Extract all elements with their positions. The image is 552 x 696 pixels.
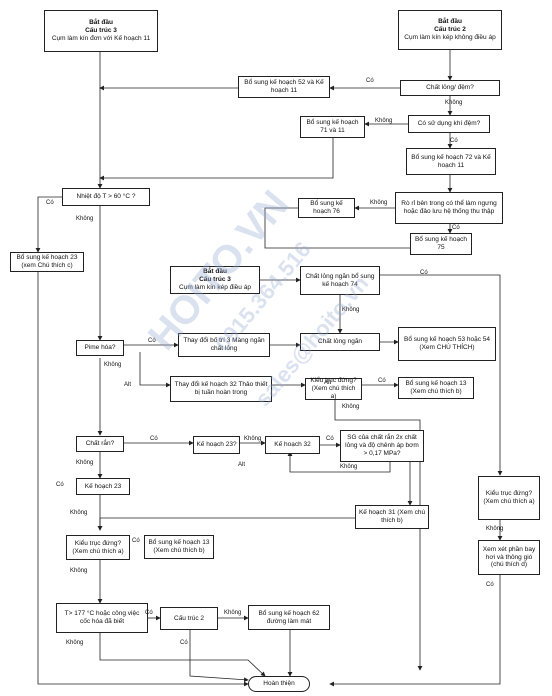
label-yes: Có	[132, 538, 140, 544]
label-alt: Alt	[124, 382, 132, 388]
label-no: Không	[486, 526, 504, 532]
node-structure-2: Cấu trúc 2	[160, 607, 218, 630]
node-plan31: Kế hoạch 31 (Xem chú thích b)	[355, 505, 429, 529]
decision-specific-gravity: SG của chất rắn 2x chất lỏng và độ chênh…	[340, 430, 424, 462]
label-no: Không	[70, 568, 88, 574]
label-no: Không	[70, 510, 88, 516]
label-yes: Có	[56, 482, 64, 488]
decision-polymerize: Pime hóa?	[76, 340, 124, 356]
node-add13b: Bổ sung kế hoạch 13 (Xem chú thích b)	[398, 377, 474, 399]
label-yes: Có	[450, 138, 458, 144]
decision-vertical-shaft-right: Kiểu trục đứng? (Xem chú thích a)	[478, 476, 540, 520]
node-vent-consider: Xem xét phần bay hơi và thông gió (chú t…	[478, 540, 540, 575]
label-yes: Có	[452, 225, 460, 231]
label-no: Không	[244, 436, 262, 442]
node-add52-11: Bổ sung kế hoạch 52 và Kế hoạch 11	[238, 76, 330, 98]
label-no: Không	[340, 464, 358, 470]
node-add72-11: Bổ sung kế hoạch 72 và Kế hoạch 11	[406, 148, 496, 175]
label-alt: Alt	[324, 380, 332, 386]
label-no: Không	[445, 100, 463, 106]
label-yes: Có	[46, 200, 54, 206]
node-change-layout-3: Thay đổi bố trí 3 Màng ngăn chất lỏng	[178, 333, 270, 357]
decision-solids: Chất rắn?	[76, 436, 124, 452]
decision-internal-leak: Rò rỉ bên trong có thể làm ngưng hoặc đả…	[395, 192, 503, 224]
node-add13b-2: Bổ sung kế hoạch 13 (Xem chú thích b)	[144, 535, 214, 559]
label-no: Không	[375, 118, 393, 124]
node-add53-54: Bổ sung kế hoạch 53 hoặc 54 (Xem CHÚ THÍ…	[398, 327, 496, 361]
label-no: Không	[76, 460, 94, 466]
label-no: Không	[104, 362, 122, 368]
node-liquid-barrier-74: Chất lỏng ngăn bổ sung kế hoạch 74	[300, 266, 380, 295]
decision-temp-177: T> 177 °C hoặc công việc cốc hóa đã biết	[56, 603, 148, 633]
node-plan23: Kế hoạch 23	[76, 478, 130, 495]
label-yes: Có	[180, 640, 188, 646]
label-yes: Có	[486, 582, 494, 588]
node-plan32: Kế hoạch 32	[265, 436, 320, 454]
node-liquid-barrier: Chất lỏng ngăn	[300, 333, 380, 351]
node-add71-11: Bổ sung kế hoạch 71 và 11	[300, 116, 365, 138]
label-yes: Có	[150, 436, 158, 442]
node-add75: Bổ sung kế hoạch 75	[410, 233, 472, 255]
label-no: Không	[76, 216, 94, 222]
label-yes: Có	[148, 338, 156, 344]
decision-temperature: Nhiệt độ T > 60 °C ?	[62, 188, 150, 206]
label-yes: Có	[145, 610, 153, 616]
terminal-finish: Hoàn thiện	[248, 676, 310, 692]
label-yes: Có	[378, 378, 386, 384]
label-alt: Alt	[238, 462, 246, 468]
label-no: Không	[342, 307, 360, 313]
label-no: Không	[224, 610, 242, 616]
label-yes: Có	[326, 436, 334, 442]
decision-vertical-shaft-a: Kiểu trục đứng? (Xem chú thích a)	[305, 377, 362, 400]
label-no: Không	[66, 640, 84, 646]
label-yes: Có	[420, 270, 428, 276]
node-add76: Bổ sung kế hoạch 76	[298, 198, 355, 218]
decision-plan23: Kế hoạch 23?	[193, 436, 240, 454]
label-no: Không	[342, 404, 360, 410]
node-change-plan32: Thay đổi kế hoạch 32 Thảo thiết bị tuần …	[170, 376, 272, 402]
decision-gas-seal: Có sử dụng khí đệm?	[408, 115, 490, 133]
label-yes: Có	[366, 78, 374, 84]
label-no: Không	[370, 200, 388, 206]
decision-vertical-shaft-a-2: Kiểu trục đứng? (Xem chú thích a)	[66, 535, 130, 560]
decision-liquid-seal: Chất lỏng/ đệm?	[400, 80, 500, 96]
node-add23c: Bổ sung kế hoạch 23 (xem Chú thích c)	[10, 252, 84, 272]
node-add62: Bổ sung kế hoạch 62 đường làm mát	[248, 605, 330, 630]
